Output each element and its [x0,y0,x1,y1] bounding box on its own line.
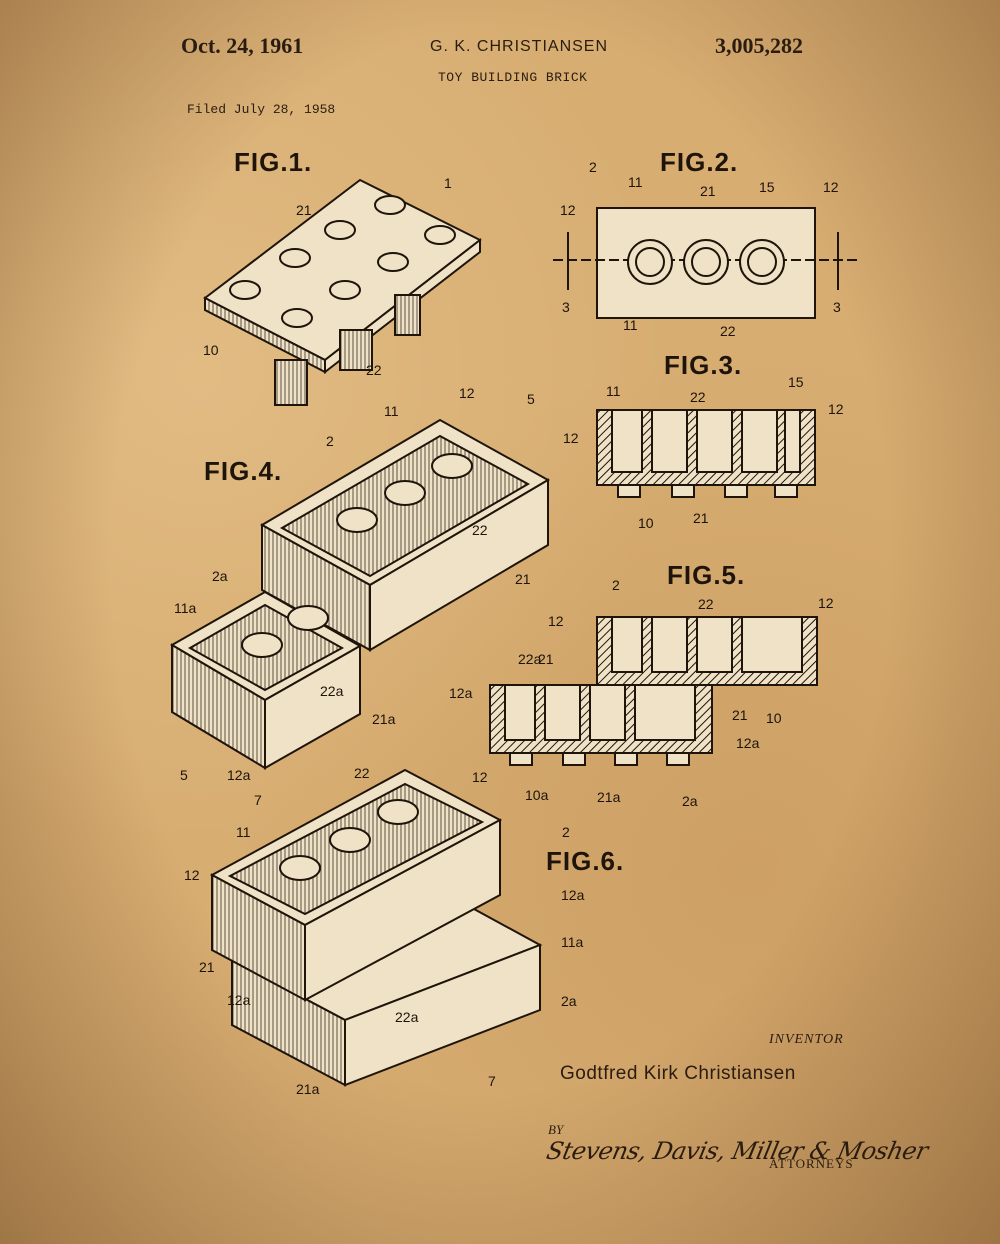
ref-numeral: 21a [296,1081,320,1097]
ref-numeral: 21 [700,183,716,199]
ref-numeral: 11a [561,934,584,950]
ref-numeral: 15 [788,374,804,390]
ref-numeral: 2 [612,577,620,593]
ref-numeral: 2a [682,793,698,809]
patent-title: TOY BUILDING BRICK [438,70,588,85]
ref-numeral: 10 [638,515,654,531]
fig6-label: FIG.6. [546,846,625,876]
ref-numeral: 21 [296,202,312,218]
ref-numeral: 15 [759,179,775,195]
ref-numeral: 12a [227,992,251,1008]
ref-numeral: 22 [354,765,370,781]
attorneys-label: ATTORNEYS [769,1156,854,1171]
ref-numeral: 12 [818,595,834,611]
ref-numeral: 22 [698,596,714,612]
ref-numeral: 10a [525,787,549,803]
ref-numeral: 12a [561,887,585,903]
fig4-drawing [170,418,551,770]
ref-numeral: 3 [833,299,841,315]
attorney-signature: Stevens, Davis, Miller & Mosher [544,1137,931,1165]
ref-numeral: 21 [538,651,554,667]
ref-numeral: 12 [828,401,844,417]
ref-numeral: 10 [766,710,782,726]
ref-numeral: 11 [384,403,399,419]
ref-numeral: 21 [199,959,215,975]
ref-numeral: 5 [527,391,535,407]
ref-numeral: 7 [488,1073,496,1089]
ref-numeral: 21a [597,789,621,805]
ref-numeral: 2a [212,568,228,584]
fig2-drawing [553,207,858,319]
ref-numeral: 12 [472,769,488,785]
patent-date: Oct. 24, 1961 [181,33,304,58]
ref-numeral: 12a [736,735,760,751]
patent-inventor-header: G. K. CHRISTIANSEN [430,38,609,55]
fig3-label: FIG.3. [664,350,743,380]
ref-numeral: 11a [174,600,197,616]
ref-numeral: 21 [732,707,748,723]
ref-numeral: 12 [560,202,576,218]
fig5-drawing [489,616,818,766]
by-label: BY [548,1122,564,1137]
filed-date: Filed July 28, 1958 [187,102,336,117]
ref-numeral: 1 [444,175,452,191]
ref-numeral: 12a [227,767,251,783]
fig2-label: FIG.2. [660,147,739,177]
ref-numeral: 7 [254,792,262,808]
ref-numeral: 22a [518,651,542,667]
ref-numeral: 11 [606,383,621,399]
fig4-label: FIG.4. [204,456,283,486]
inventor-label: INVENTOR [769,1032,844,1047]
ref-numeral: 2a [561,993,577,1009]
ref-numeral: 12 [563,430,579,446]
ref-numeral: 12 [823,179,839,195]
inventor-name: Godtfred Kirk Christiansen [560,1063,796,1084]
fig3-drawing [596,409,816,498]
reference-numerals: 1 21 10 22 2 11 21 15 12 12 3 3 11 22 11… [174,159,844,1097]
fig1-drawing [203,178,482,406]
ref-numeral: 22a [395,1009,419,1025]
ref-numeral: 5 [180,767,188,783]
ref-numeral: 10 [203,342,219,358]
ref-numeral: 22a [320,683,344,699]
ref-numeral: 12 [184,867,200,883]
ref-numeral: 12 [548,613,564,629]
patent-number: 3,005,282 [715,33,803,58]
fig1-label: FIG.1. [234,147,313,177]
ref-numeral: 2 [562,824,570,840]
ref-numeral: 12 [459,385,475,401]
ref-numeral: 21 [693,510,709,526]
fig5-label: FIG.5. [667,560,746,590]
ref-numeral: 22 [366,362,382,378]
ref-numeral: 22 [720,323,736,339]
ref-numeral: 2 [326,433,334,449]
ref-numeral: 2 [589,159,597,175]
ref-numeral: 11 [623,317,638,333]
ref-numeral: 22 [690,389,706,405]
ref-numeral: 21 [515,571,531,587]
ref-numeral: 3 [562,299,570,315]
ref-numeral: 22 [472,522,488,538]
ref-numeral: 11 [236,824,251,840]
ref-numeral: 21a [372,711,396,727]
fig6-drawing [209,768,543,1087]
ref-numeral: 12a [449,685,473,701]
ref-numeral: 11 [628,174,643,190]
